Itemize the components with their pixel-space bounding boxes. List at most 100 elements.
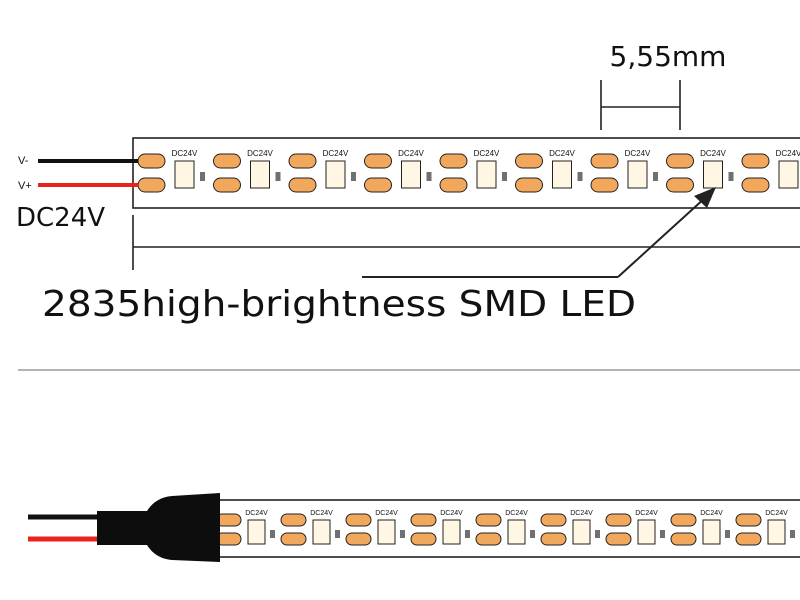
solder-pad (345, 513, 372, 527)
led-segment: DC24V (288, 149, 356, 193)
led-segment: DC24V (410, 510, 470, 546)
led-chip (250, 160, 270, 189)
solder-pad (666, 177, 694, 193)
callout-arrowhead (694, 187, 716, 208)
solder-pad (364, 177, 392, 193)
led-chip (637, 519, 656, 545)
solder-pad (280, 532, 307, 546)
resistor (270, 530, 275, 538)
led-chip (552, 160, 572, 189)
resistor (790, 530, 795, 538)
solder-pad (364, 153, 392, 169)
solder-pad (213, 177, 241, 193)
resistor (653, 172, 658, 181)
led-chip (476, 160, 497, 189)
led-chip (702, 519, 721, 545)
resistor (502, 172, 507, 181)
led-marking-label: DC24V (247, 149, 273, 158)
solder-pad (280, 513, 307, 527)
led-marking-label: DC24V (765, 510, 788, 517)
led-marking-label: DC24V (245, 510, 268, 517)
solder-pad (410, 532, 437, 546)
led-segment: DC24V (515, 149, 583, 193)
solder-pad (288, 153, 317, 169)
led-chip (767, 519, 786, 545)
top-led-row: DC24V DC24V DC24V DC24V DC24V DC24V DC24V DC24V… (137, 149, 800, 193)
solder-pad (137, 153, 166, 169)
led-chip (401, 160, 421, 189)
solder-pad (605, 532, 632, 546)
led-chip (507, 519, 526, 545)
wire-positive-label: V+ (18, 180, 32, 192)
wire-connector-sleeve (97, 493, 220, 562)
solder-pad (288, 177, 317, 193)
solder-pad (515, 177, 543, 193)
resistor (728, 172, 734, 181)
solder-pad (439, 153, 468, 169)
callout-leader-diagonal (617, 196, 707, 278)
led-segment: DC24V (137, 149, 205, 193)
led-chip (572, 519, 591, 545)
led-marking-label: DC24V (635, 510, 658, 517)
solder-pad (540, 532, 567, 546)
solder-pad (670, 513, 697, 527)
led-segment: DC24V (345, 510, 405, 546)
led-marking-label: DC24V (310, 510, 333, 517)
resistor (335, 530, 340, 538)
led-chip (312, 519, 331, 545)
solder-pad (590, 153, 619, 169)
solder-pad (540, 513, 567, 527)
solder-pad (515, 153, 543, 169)
led-segment: DC24V (475, 510, 535, 546)
led-segment: DC24V (213, 149, 281, 193)
led-segment: DC24V (439, 149, 507, 193)
led-chip (703, 160, 723, 189)
led-segment: DC24V (590, 149, 658, 193)
solder-pad (475, 513, 502, 527)
led-segment: DC24V (280, 510, 340, 546)
solder-pad (345, 532, 372, 546)
strip-body (132, 137, 800, 209)
led-marking-label: DC24V (700, 510, 723, 517)
pitch-label: 5,55mm (610, 40, 727, 73)
solder-pad (741, 177, 770, 193)
solder-pad (735, 513, 762, 527)
led-chip (247, 519, 266, 545)
solder-pad (741, 153, 770, 169)
led-segment: DC24V (605, 510, 665, 546)
led-segment: DC24V (215, 510, 275, 546)
led-marking-label: DC24V (549, 149, 575, 158)
resistor (577, 172, 583, 181)
resistor (725, 530, 730, 538)
wire-negative-label: V- (18, 155, 29, 167)
led-marking-label: DC24V (625, 149, 651, 158)
led-marking-label: DC24V (375, 510, 398, 517)
voltage-label: DC24V (16, 203, 105, 233)
led-marking-label: DC24V (776, 149, 800, 158)
resistor (465, 530, 470, 538)
solder-pad (475, 532, 502, 546)
led-marking-label: DC24V (172, 149, 198, 158)
led-marking-label: DC24V (474, 149, 500, 158)
resistor (351, 172, 356, 181)
led-marking-label: DC24V (398, 149, 424, 158)
led-segment: DC24V (666, 149, 734, 193)
resistor (595, 530, 600, 538)
led-chip (325, 160, 346, 189)
led-marking-label: DC24V (323, 149, 349, 158)
resistor (275, 172, 281, 181)
led-segment: DC24V (364, 149, 432, 193)
solder-pad (666, 153, 694, 169)
resistor (530, 530, 535, 538)
strip-body-bottom (209, 499, 800, 558)
led-marking-label: DC24V (570, 510, 593, 517)
led-chip (377, 519, 396, 545)
solder-pad (590, 177, 619, 193)
solder-pad (670, 532, 697, 546)
solder-pad (605, 513, 632, 527)
led-chip (442, 519, 461, 545)
